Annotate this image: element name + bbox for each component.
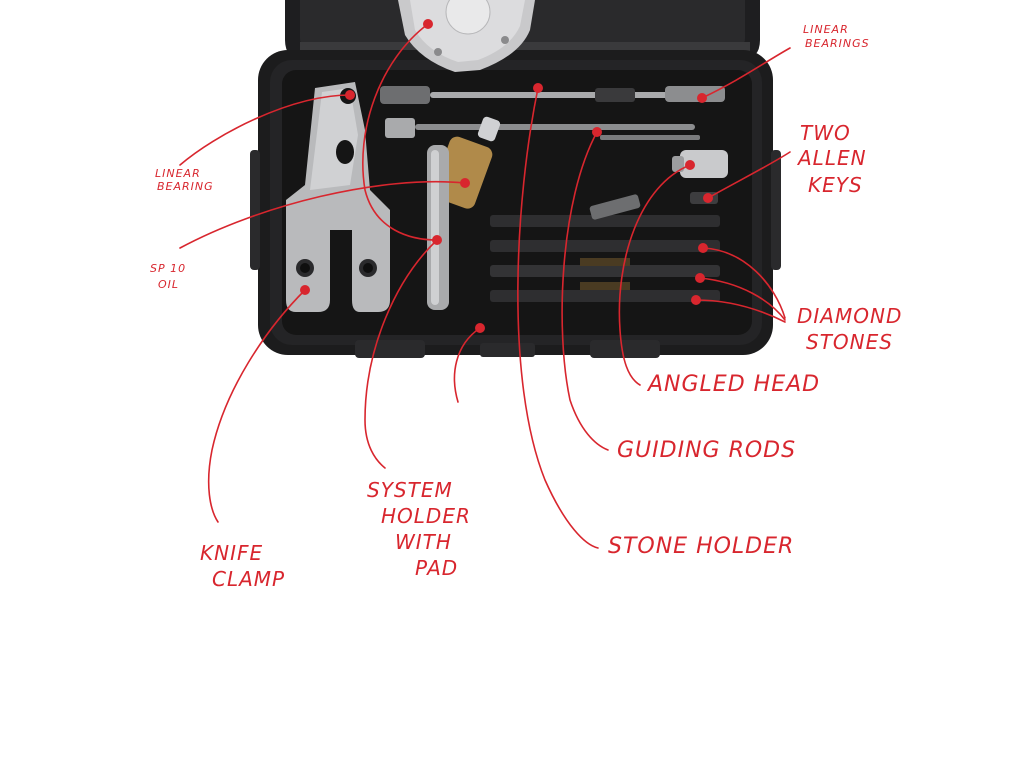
label-linear-bearings-2: BEARINGS (805, 37, 870, 50)
label-pad: PAD (415, 556, 458, 580)
latch-right (590, 340, 660, 358)
marker-diamond-3 (691, 295, 701, 305)
leader-linear-bearings (701, 47, 791, 99)
angled-head (672, 150, 728, 178)
marker-linear-bearing (345, 90, 355, 100)
marker-angled-head (685, 160, 695, 170)
label-allen: ALLEN (796, 146, 867, 170)
label-diamond: DIAMOND (797, 304, 902, 328)
label-clamp: CLAMP (212, 567, 285, 591)
marker-linear-bearings (697, 93, 707, 103)
leader-allen-keys (707, 151, 791, 199)
leader-sp10-oil (179, 180, 466, 249)
marker-knife-clamp (300, 285, 310, 295)
leader-case (453, 327, 481, 403)
leader-linear-bearing (179, 94, 351, 166)
marker-system-holder (432, 235, 442, 245)
leader-diamond-2 (699, 277, 786, 321)
label-linear-bearings-1: LINEAR (803, 23, 849, 36)
label-two: TWO (800, 121, 851, 145)
marker-sp10-oil (460, 178, 470, 188)
label-sp10-2: OIL (158, 278, 179, 291)
label-system: SYSTEM (367, 478, 453, 502)
latch-left (355, 340, 425, 358)
leader-lines (179, 19, 791, 549)
rotating-plate (398, 0, 535, 72)
marker-diamond-1 (698, 243, 708, 253)
diamond-stones (490, 194, 720, 302)
annotation-labels: LINEAR BEARINGS TWO ALLEN KEYS LINEAR BE… (150, 23, 902, 591)
leader-knife-clamp (207, 289, 306, 523)
leader-guiding-rods (561, 131, 609, 451)
label-keys: KEYS (808, 173, 863, 197)
marker-plate (423, 19, 433, 29)
leader-stone-holder (517, 87, 599, 549)
label-linear-bearing-2: BEARING (157, 180, 214, 193)
leader-angled-head (618, 164, 691, 386)
label-with: WITH (395, 530, 452, 554)
label-holder: HOLDER (381, 504, 471, 528)
label-angled-head: ANGLED HEAD (646, 372, 820, 397)
label-stone-holder: STONE HOLDER (608, 534, 794, 559)
leader-diamond-1 (702, 247, 786, 319)
system-holder (427, 145, 449, 310)
guiding-rods (380, 86, 725, 140)
marker-stone-holder (533, 83, 543, 93)
marker-guiding-rods (592, 127, 602, 137)
leader-system-holder (364, 239, 438, 469)
label-linear-bearing-1: LINEAR (155, 167, 201, 180)
label-sp10-1: SP 10 (150, 262, 186, 275)
leader-plate (362, 23, 438, 241)
marker-diamond-2 (695, 273, 705, 283)
leader-diamond-3 (695, 299, 786, 323)
marker-allen-keys (703, 193, 713, 203)
label-guiding-rods: GUIDING RODS (617, 438, 796, 463)
label-stones: STONES (806, 330, 893, 354)
marker-case (475, 323, 485, 333)
label-knife: KNIFE (200, 541, 263, 565)
